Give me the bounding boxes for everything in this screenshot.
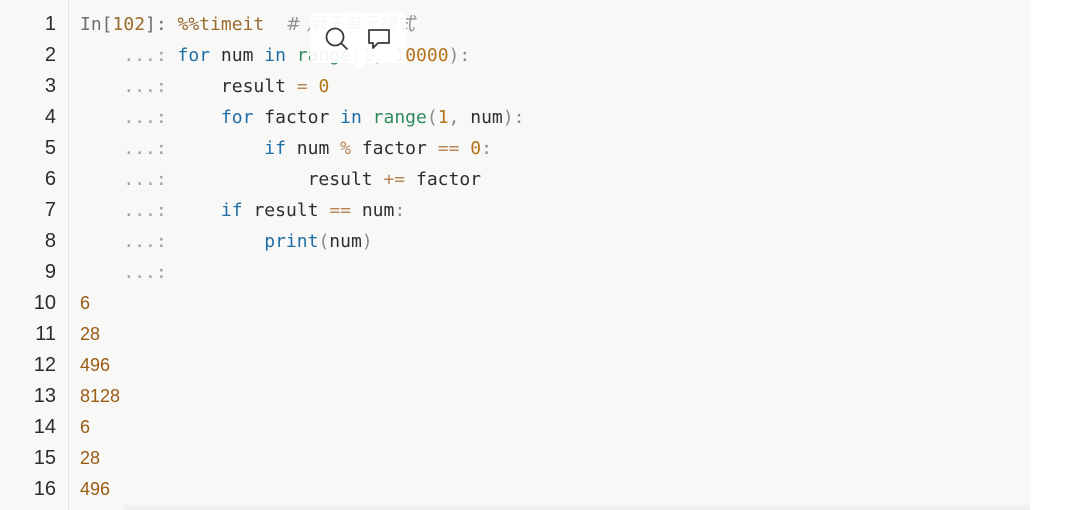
code-line: ...: (80, 257, 1030, 288)
scroll-edge (124, 505, 1030, 510)
output-line: 28 (80, 324, 101, 344)
punctuation: : (513, 107, 525, 128)
right-margin (1030, 0, 1075, 510)
code-line: ...: result += factor (80, 164, 1030, 195)
output-line: 6 (80, 417, 91, 437)
line-number: 6 (44, 168, 56, 190)
output-line: 8128 (80, 386, 121, 406)
identifier: factor (361, 138, 427, 159)
line-number: 12 (33, 354, 56, 376)
output-line: 496 (80, 479, 111, 499)
line-number-gutter: 1 2 3 4 5 6 7 8 9 10 11 12 13 14 15 16 (0, 9, 68, 505)
line-number: 7 (44, 199, 56, 221)
operator: == (437, 138, 460, 159)
identifier: result (307, 169, 373, 190)
identifier: num (470, 107, 503, 128)
code-line: ...: print(num) (80, 226, 1030, 257)
keyword: if (220, 200, 243, 221)
output-line: 6 (80, 293, 91, 313)
code-line: ...: for num in range(1, 10000): (80, 40, 1030, 71)
continuation-prompt: ...: (123, 76, 178, 97)
identifier: num (220, 45, 254, 66)
code-line: ...: if num % factor == 0: (80, 133, 1030, 164)
line-number: 8 (44, 230, 56, 252)
operator: == (329, 200, 351, 221)
continuation-prompt: ...: (123, 262, 178, 283)
magic-command: %%timeit (177, 14, 265, 35)
search-icon (325, 27, 348, 50)
punctuation: : (481, 138, 492, 159)
line-number: 15 (33, 447, 56, 469)
continuation-prompt: ...: (123, 200, 178, 221)
continuation-prompt: ...: (123, 107, 178, 128)
identifier: num (361, 200, 395, 221)
code-line: ...: result = 0 (80, 71, 1030, 102)
builtin: print (264, 231, 319, 252)
punctuation: ( (318, 231, 330, 252)
number: 0 (470, 138, 482, 159)
code-content[interactable]: In[102]: %%timeit # 用于单元模式 ...: for num … (80, 9, 1030, 505)
operator: = (296, 76, 308, 97)
keyword: in (264, 45, 286, 66)
keyword: for (177, 45, 211, 66)
builtin: range (372, 107, 427, 128)
code-line: ...: if result == num: (80, 195, 1030, 226)
punctuation: : (394, 200, 406, 221)
continuation-prompt: ...: (123, 45, 178, 66)
identifier: num (296, 138, 330, 159)
search-button[interactable] (320, 23, 354, 55)
operator: += (383, 169, 406, 190)
code-line: ...: for factor in range(1, num): (80, 102, 1030, 133)
identifier: factor (264, 107, 330, 128)
line-number: 4 (44, 106, 56, 128)
line-number: 16 (33, 478, 56, 500)
keyword: if (264, 138, 286, 159)
prompt-close: ]: (145, 14, 178, 35)
output-line: 28 (80, 448, 101, 468)
identifier: num (329, 231, 362, 252)
line-number: 5 (44, 137, 56, 159)
line-number: 11 (35, 323, 56, 345)
punctuation: ) (448, 45, 460, 66)
keyword: for (220, 107, 254, 128)
selection-toolbar (310, 13, 406, 70)
identifier: result (220, 76, 286, 97)
continuation-prompt: ...: (123, 138, 178, 159)
punctuation: , (448, 107, 471, 128)
punctuation: ( (426, 107, 438, 128)
punctuation: ) (502, 107, 514, 128)
output-line: 496 (80, 355, 111, 375)
line-number: 3 (44, 75, 56, 97)
prompt-in: In[ (80, 14, 113, 35)
continuation-prompt: ...: (123, 169, 178, 190)
gutter-divider (68, 0, 69, 510)
toolbar-pointer (352, 63, 366, 70)
line-number: 9 (44, 261, 56, 283)
line-number: 2 (44, 44, 56, 66)
line-number: 13 (33, 385, 56, 407)
line-number: 10 (33, 292, 56, 314)
prompt-number: 102 (112, 14, 146, 35)
punctuation: ) (361, 231, 373, 252)
line-number: 14 (33, 416, 56, 438)
continuation-prompt: ...: (123, 231, 178, 252)
comment-icon (368, 29, 390, 49)
identifier: result (253, 200, 319, 221)
number: 10000 (394, 45, 449, 66)
number: 0 (318, 76, 330, 97)
code-block: 1 2 3 4 5 6 7 8 9 10 11 12 13 14 15 16 I… (0, 0, 1030, 510)
operator: % (340, 138, 351, 159)
code-line: In[102]: %%timeit # 用于单元模式 (80, 9, 1030, 40)
keyword: in (340, 107, 362, 128)
number: 1 (437, 107, 449, 128)
identifier: factor (416, 169, 482, 190)
punctuation: : (459, 45, 471, 66)
line-number: 1 (44, 13, 56, 35)
comment-button[interactable] (362, 23, 396, 55)
